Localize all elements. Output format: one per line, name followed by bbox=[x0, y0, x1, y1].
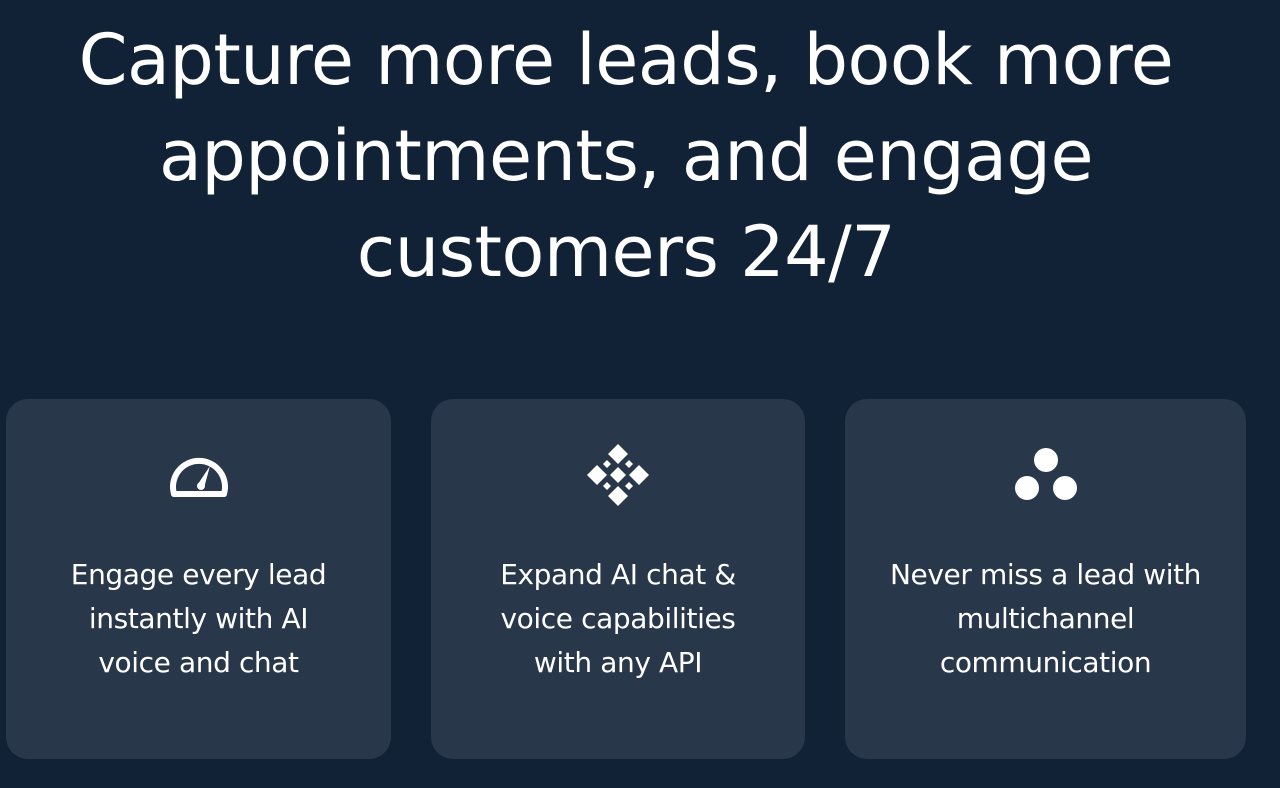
feature-line: voice and chat bbox=[98, 646, 299, 679]
diamond-grid-icon bbox=[582, 439, 654, 511]
feature-card-multichannel: Never miss a lead with multichannel comm… bbox=[845, 399, 1246, 759]
feature-card-text: Never miss a lead with multichannel comm… bbox=[845, 553, 1246, 685]
feature-card-text: Expand AI chat & voice capabilities with… bbox=[431, 553, 805, 685]
feature-line: with any API bbox=[533, 646, 703, 679]
feature-line: Expand AI chat & bbox=[500, 558, 736, 591]
feature-line: communication bbox=[939, 646, 1152, 679]
feature-card-text: Engage every lead instantly with AI voic… bbox=[6, 553, 391, 685]
speedometer-icon bbox=[163, 439, 235, 511]
feature-line: Engage every lead bbox=[70, 558, 327, 591]
feature-line: instantly with AI bbox=[88, 602, 309, 635]
feature-card-api-expansion: Expand AI chat & voice capabilities with… bbox=[431, 399, 805, 759]
hero-headline-line-1: Capture more leads, book more bbox=[78, 19, 1174, 101]
feature-line: voice capabilities bbox=[500, 602, 736, 635]
feature-line: Never miss a lead with bbox=[889, 558, 1201, 591]
hero-headline-line-2: appointments, and engage bbox=[158, 115, 1094, 197]
feature-line: multichannel bbox=[956, 602, 1135, 635]
hero-headline-line-3: customers 24/7 bbox=[356, 211, 896, 293]
three-dots-icon bbox=[1010, 439, 1082, 511]
feature-card-instant-engagement: Engage every lead instantly with AI voic… bbox=[6, 399, 391, 759]
hero-headline: Capture more leads, book more appointmen… bbox=[0, 12, 1252, 300]
